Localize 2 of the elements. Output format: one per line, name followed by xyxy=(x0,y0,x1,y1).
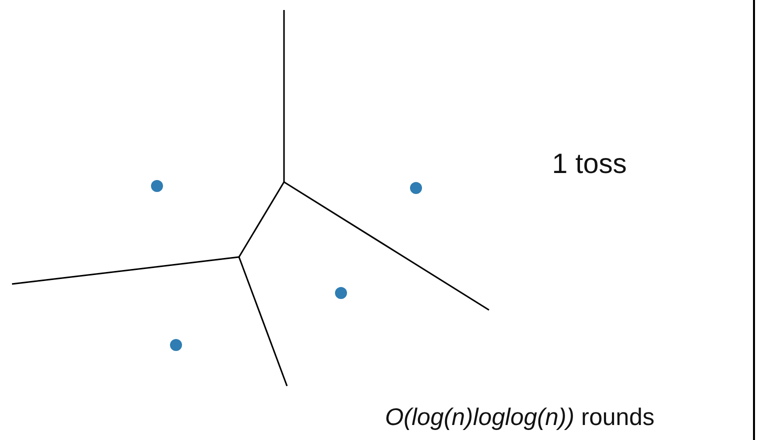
complexity-text: O(log(n)loglog(n)) rounds xyxy=(385,404,654,432)
label-text: 1 toss xyxy=(552,148,627,180)
